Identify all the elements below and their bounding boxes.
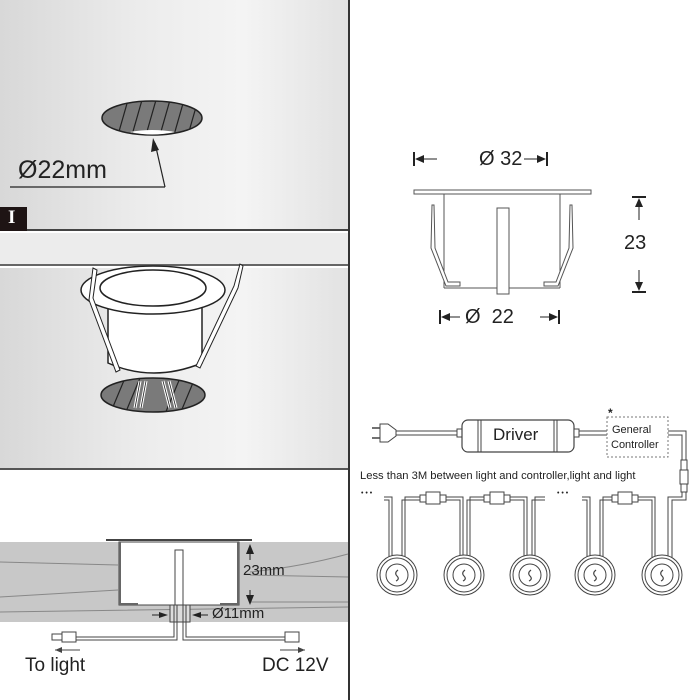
light-chain [384, 491, 656, 565]
insert-panel [0, 263, 348, 470]
step-label-badge: I [0, 207, 27, 231]
dimensions-diagram: Ø 32 23 Ø 22 [352, 130, 700, 340]
height-label: 23 [624, 232, 647, 254]
depth-label: 23mm [243, 562, 285, 579]
right-column: Ø 32 23 Ø 22 [352, 0, 700, 700]
wiring-drawing [372, 416, 689, 596]
dimensions-drawing [413, 152, 646, 324]
dc-12v-label: DC 12V [262, 655, 329, 676]
ellipsis-left: • • • [361, 490, 373, 497]
controller-label-line2: Controller [611, 439, 659, 451]
ellipsis-mid: • • • [557, 490, 569, 497]
cross-section-panel: 23mm Ø11mm To light DC 12V [0, 472, 349, 700]
wiring-diagram: Driver * General Controller Less than 3M… [352, 400, 700, 610]
left-column: Ø22mm I [0, 0, 350, 700]
step-label: I [8, 207, 16, 228]
hole-panel: Ø22mm I [0, 0, 348, 231]
light-fixtures [376, 554, 683, 596]
driver-label: Driver [493, 425, 539, 444]
hole-drawing [10, 100, 203, 188]
bottom-diameter-label: Ø 22 [465, 306, 514, 328]
hole-diameter-label: Ø22mm [18, 156, 107, 184]
distance-note: Less than 3M between light and controlle… [360, 470, 636, 482]
cable-hole-label: Ø11mm [212, 605, 265, 622]
controller-note-mark: * [608, 406, 613, 420]
light-insert-drawing [80, 263, 244, 413]
controller-label-line1: General [612, 424, 652, 436]
separator-strip [0, 233, 348, 266]
top-diameter-label: Ø 32 [479, 148, 523, 170]
to-light-label: To light [25, 655, 86, 676]
cross-section-drawing [0, 539, 349, 653]
